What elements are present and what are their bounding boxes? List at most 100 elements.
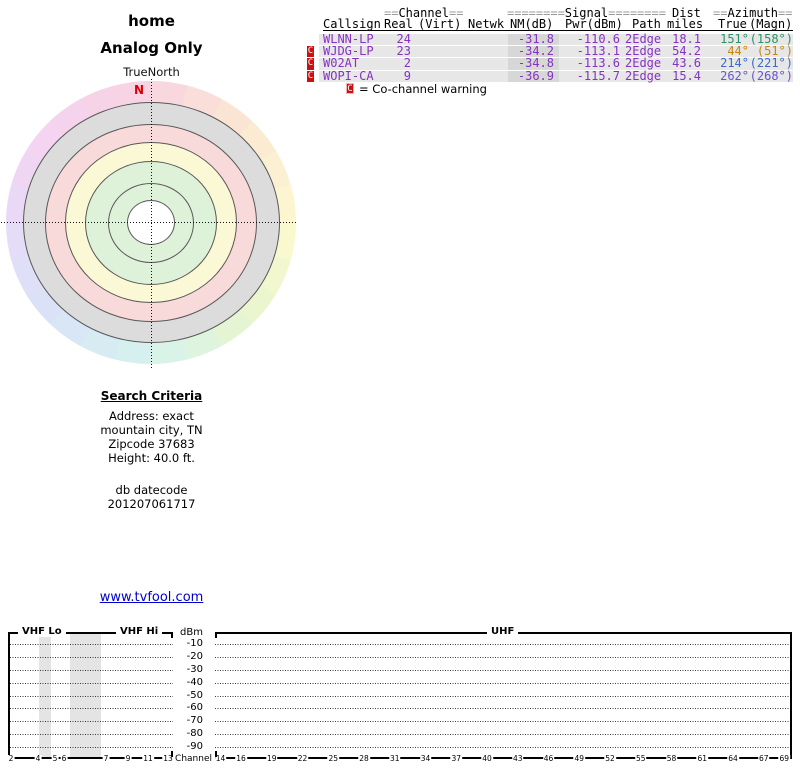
table-group-header: Dist	[672, 6, 701, 20]
db-datecode-line: 201207061717	[107, 497, 196, 511]
y-tick-label: -40	[186, 676, 203, 688]
channel-tick-label: 7	[102, 754, 110, 763]
search-criteria-line: Address: exact	[109, 409, 194, 423]
radar-title: home	[128, 12, 175, 30]
channel-tick-label: 34	[419, 754, 432, 763]
channel-tick-label: 16	[235, 754, 247, 763]
spectrum-gridline	[215, 747, 790, 748]
channel-tick-label: 22	[296, 754, 309, 763]
table-group-header: ==Channel==	[384, 6, 464, 20]
cell-miles: 18.1	[672, 31, 701, 46]
y-tick-label: -50	[186, 689, 203, 701]
y-tick-label: -90	[186, 741, 203, 752]
cell-path: 2Edge	[625, 68, 662, 83]
channel-tick-label: 11	[142, 754, 154, 763]
table-column-header: (Magn)	[749, 17, 793, 31]
cell-azimuth_magn: (51°)	[756, 43, 793, 58]
co-channel-marker: C	[307, 45, 314, 58]
north-marker: N	[133, 83, 145, 97]
spectrum-gridline	[215, 708, 790, 710]
uhf-spectrum-box: UHF	[215, 626, 792, 759]
spectrum-gridline	[10, 656, 173, 658]
spectrum-gridline	[215, 644, 790, 645]
table-column-header: (Virt)	[418, 17, 462, 31]
spectrum-edge-tick	[215, 751, 217, 757]
db-datecode-line: db datecode	[115, 483, 188, 497]
channel-tick-label: 67	[757, 754, 770, 763]
spectrum-gridline	[10, 682, 173, 684]
spectrum-edge-tick	[215, 632, 217, 638]
channel-tick-label: 31	[388, 754, 401, 763]
channel-tick-label: 19	[265, 754, 278, 763]
cell-path: 2Edge	[625, 43, 662, 58]
radar-crosshair-horizontal	[1, 222, 298, 223]
spectrum-gridline	[10, 695, 173, 697]
table-column-header: miles	[667, 17, 704, 31]
y-tick-label: -30	[186, 663, 203, 675]
channel-tick-label: 64	[727, 754, 739, 763]
table-column-header: NM(dB)	[510, 17, 554, 31]
spectrum-gridline	[10, 644, 173, 645]
cell-nm_db: -34.2	[517, 43, 554, 58]
channel-tick-label: 5	[51, 754, 59, 763]
nm-column-shade	[508, 58, 559, 70]
cell-azimuth_magn: (158°)	[749, 31, 793, 46]
channel-tick-label: 4	[34, 754, 42, 763]
channel-tick-label: 46	[542, 754, 555, 763]
cell-miles: 43.6	[672, 56, 701, 71]
cell-nm_db: -34.8	[517, 56, 554, 71]
cell-azimuth_true: 214°	[720, 56, 749, 71]
spectrum-edge-tick	[171, 751, 173, 757]
channel-tick-label: 69	[778, 754, 791, 763]
y-tick-label: -20	[186, 650, 203, 662]
uhf-label: UHF	[487, 626, 519, 637]
spectrum-gridline	[10, 708, 173, 710]
cell-callsign: WJDG-LP	[323, 43, 374, 58]
y-tick-label: -80	[186, 728, 203, 740]
table-column-header: Netwk	[468, 17, 505, 31]
spectrum-edge-tick	[171, 632, 173, 638]
spectrum-gridline	[10, 721, 173, 723]
channel-tick-label: 40	[481, 754, 493, 763]
spectrum-gridline	[215, 734, 790, 736]
y-tick-label: -60	[186, 702, 203, 714]
cell-callsign: WOPI-CA	[323, 68, 374, 83]
cell-real: 2	[403, 56, 411, 71]
channel-tick-label: 49	[573, 754, 586, 763]
cell-pwr_dbm: -115.7	[576, 68, 620, 83]
table-column-header: True	[718, 17, 747, 31]
spectrum-gridline	[10, 669, 173, 671]
channel-tick-label: 52	[604, 754, 616, 763]
spectrum-gridline	[215, 682, 790, 684]
cell-nm_db: -36.9	[517, 68, 554, 83]
channel-tick-label: 28	[358, 754, 370, 763]
cell-pwr_dbm: -113.6	[576, 56, 620, 71]
table-column-header: Path	[632, 17, 661, 31]
co-channel-legend-marker: C	[346, 83, 354, 94]
table-group-header: ========Signal========	[507, 6, 666, 20]
cell-callsign: WLNN-LP	[323, 31, 374, 46]
nm-column-shade	[508, 33, 559, 45]
cell-real: 23	[396, 43, 411, 58]
channel-tick-label: 61	[696, 754, 709, 763]
tvfool-link[interactable]: www.tvfool.com	[99, 590, 204, 605]
y-tick-label: -10	[186, 638, 203, 649]
cell-azimuth_magn: (221°)	[749, 56, 793, 71]
cell-path: 2Edge	[625, 31, 662, 46]
cell-pwr_dbm: -110.6	[576, 31, 620, 46]
channel-tick-label: 55	[634, 754, 647, 763]
spectrum-gridline	[215, 721, 790, 723]
radar-crosshair-vertical	[151, 79, 152, 368]
cell-azimuth_magn: (268°)	[749, 68, 793, 83]
spectrum-gridline	[215, 656, 790, 658]
channel-tick-label: 13	[162, 754, 174, 763]
co-channel-marker: C	[307, 70, 314, 83]
channel-axis-label: Channel	[175, 754, 212, 764]
